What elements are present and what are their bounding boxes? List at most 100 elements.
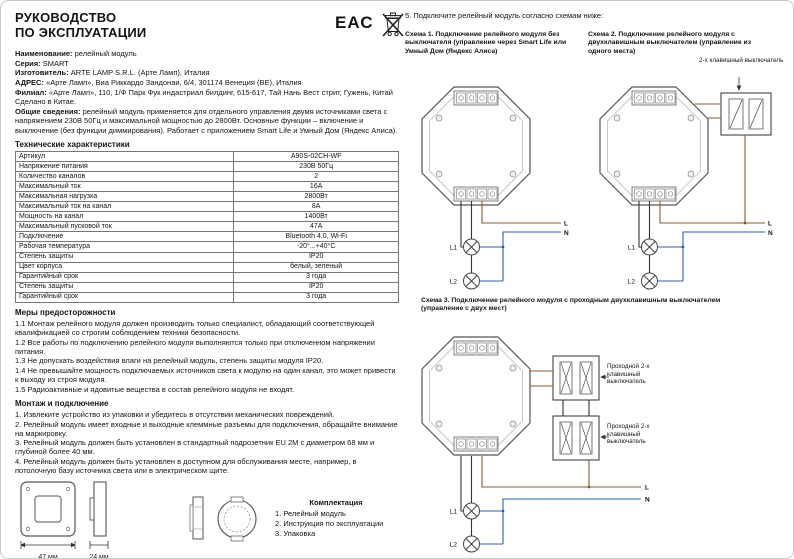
switch-side-drawing: 24 мм <box>85 479 113 558</box>
wire-label-n: N <box>645 497 650 504</box>
info-row: Изготовитель: ARTE LAMP S.R.L. (Арте Лам… <box>15 68 399 77</box>
info-row: Серия: SMART <box>15 59 399 68</box>
switch2-label: 2-х клавишный выключатель <box>699 57 784 64</box>
dim-width-label: 47 мм <box>38 554 58 559</box>
scheme3-title: Схема 3. Подключение релейного модуля с … <box>421 297 721 313</box>
package-contents: Комплектация 1. Релейный модуль 2. Инстр… <box>275 498 397 539</box>
lamp-l1-scheme2 <box>641 238 658 256</box>
eac-mark: ЕАС <box>335 13 374 32</box>
package-heading: Комплектация <box>309 498 363 507</box>
spec-value: -20°...+40°C <box>233 241 399 253</box>
spec-value: 230В 50Гц <box>233 161 399 173</box>
precaution-item: 1.2 Все работы по подключению релейного … <box>15 337 375 356</box>
spec-name: Степень защиты <box>14 251 235 263</box>
wire-label-l: L <box>768 221 772 228</box>
scheme3-diagram: L N L1 L2 <box>421 336 650 553</box>
switch-2gang <box>720 92 772 136</box>
spec-name: Максимальный пусковой ток <box>14 221 235 233</box>
info-label: Наименование: <box>15 48 73 58</box>
info-row: Общие сведения: релейный модуль применяе… <box>15 107 399 135</box>
lamp-label-l2: L2 <box>450 279 458 286</box>
spec-name: Количество каналов <box>14 171 235 183</box>
info-text: «Арте Ламп», Виа Риккардо Зандонаи, 6/4,… <box>46 78 302 88</box>
spec-value: IP20 <box>233 251 399 263</box>
schemes-heading: 5. Подключите релейный модуль согласно с… <box>405 11 604 20</box>
spec-name: Рабочая температура <box>14 241 235 253</box>
spec-name: Гарантийный срок <box>14 271 235 283</box>
scheme2-wires <box>638 103 765 282</box>
relay-module-3 <box>421 336 531 456</box>
page-title-line2: ПО ЭКСПЛУАТАЦИИ <box>15 24 147 40</box>
module-front-icon <box>217 496 257 542</box>
switch-side-icon <box>89 481 109 549</box>
spec-value: 3 года <box>233 271 399 283</box>
spec-value: белый, зеленый <box>233 261 399 273</box>
precaution-item: 1.1 Монтаж релейного модуля должен произ… <box>15 318 375 337</box>
wire-label-n: N <box>564 230 569 237</box>
info-text: SMART <box>42 58 69 68</box>
wire-label-n: N <box>768 230 773 237</box>
specs-heading: Технические характеристики <box>15 140 130 150</box>
spec-value: 3 года <box>233 291 399 303</box>
scheme2-title: Схема 2. Подключение релейного модуля с … <box>588 31 752 55</box>
relay-module-1 <box>421 86 531 206</box>
precaution-item: 1.3 Не допускать воздействия влаги на ре… <box>15 356 324 366</box>
lamp-label-l1: L1 <box>450 509 458 516</box>
package-item: 1. Релейный модуль <box>275 509 346 518</box>
info-row: Наименование: релейный модуль <box>15 49 399 58</box>
spec-value: 2800Вт <box>233 191 399 203</box>
info-label: Филиал: <box>15 88 47 98</box>
info-label: АДРЕС: <box>15 78 44 88</box>
scheme1-title: Схема 1. Подключение релейного модуля бе… <box>405 31 567 55</box>
info-label: Серия: <box>15 58 41 68</box>
precautions-heading: Меры предосторожности <box>15 307 116 317</box>
lamp-l2-scheme1 <box>463 272 480 290</box>
right-column: 5. Подключите релейный модуль согласно с… <box>403 9 791 557</box>
page-title: РУКОВОДСТВО ПО ЭКСПЛУАТАЦИИ <box>15 10 399 41</box>
spec-name: Цвет корпуса <box>14 261 235 273</box>
lamp-l1-scheme3 <box>463 502 480 520</box>
pass-switch2-label: Проходной 2-х клавишный выключатель <box>607 423 650 446</box>
spec-name: Напряжение питания <box>14 161 235 173</box>
lamp-l2-scheme2 <box>641 272 658 290</box>
spec-name: Максимальный ток на канал <box>14 201 235 213</box>
info-row: Филиал: «Арте Ламп», 110, 1/Ф Парк Фук и… <box>15 88 399 107</box>
pass-switch-1 <box>552 355 600 401</box>
spec-value: 1400Вт <box>233 211 399 223</box>
spec-value: 2 <box>233 171 399 183</box>
info-label: Общие сведения: <box>15 107 81 117</box>
spec-value: 47А <box>233 221 399 233</box>
pass-switch1-label: Проходной 2-х клавишный выключатель <box>607 363 650 386</box>
spec-value: IP20 <box>233 281 399 293</box>
spec-name: Артикул <box>14 151 235 163</box>
scheme1-wires <box>460 201 561 282</box>
page-title-line1: РУКОВОДСТВО <box>15 10 117 25</box>
product-info-block: Наименование: релейный модуль Серия: SMA… <box>15 49 399 135</box>
spec-name: Подключение <box>14 231 235 243</box>
installation-item: 1. Извлеките устройство из упаковки и уб… <box>15 409 335 419</box>
switch-front-drawing: 47 мм <box>17 479 79 559</box>
precaution-item: 1.5 Радиоактивные и ядовитые вещества в … <box>15 384 295 394</box>
spec-name: Мощность на канал <box>14 211 235 223</box>
module-side-drawing <box>187 493 209 545</box>
spec-name: Степень защиты <box>14 281 235 293</box>
spec-value: 16А <box>233 181 399 193</box>
spec-name: Максимальная нагрузка <box>14 191 235 203</box>
switch-front-icon <box>20 481 76 549</box>
spec-row: Рабочая температура-20°...+40°C <box>14 241 399 253</box>
info-row: АДРЕС: «Арте Ламп», Виа Риккардо Зандона… <box>15 78 399 87</box>
installation-item: 2. Релейный модуль имеет входные и выход… <box>15 419 398 438</box>
installation-item: 4. Релейный модуль должен быть установле… <box>15 457 357 476</box>
spec-name: Максимальный ток <box>14 181 235 193</box>
